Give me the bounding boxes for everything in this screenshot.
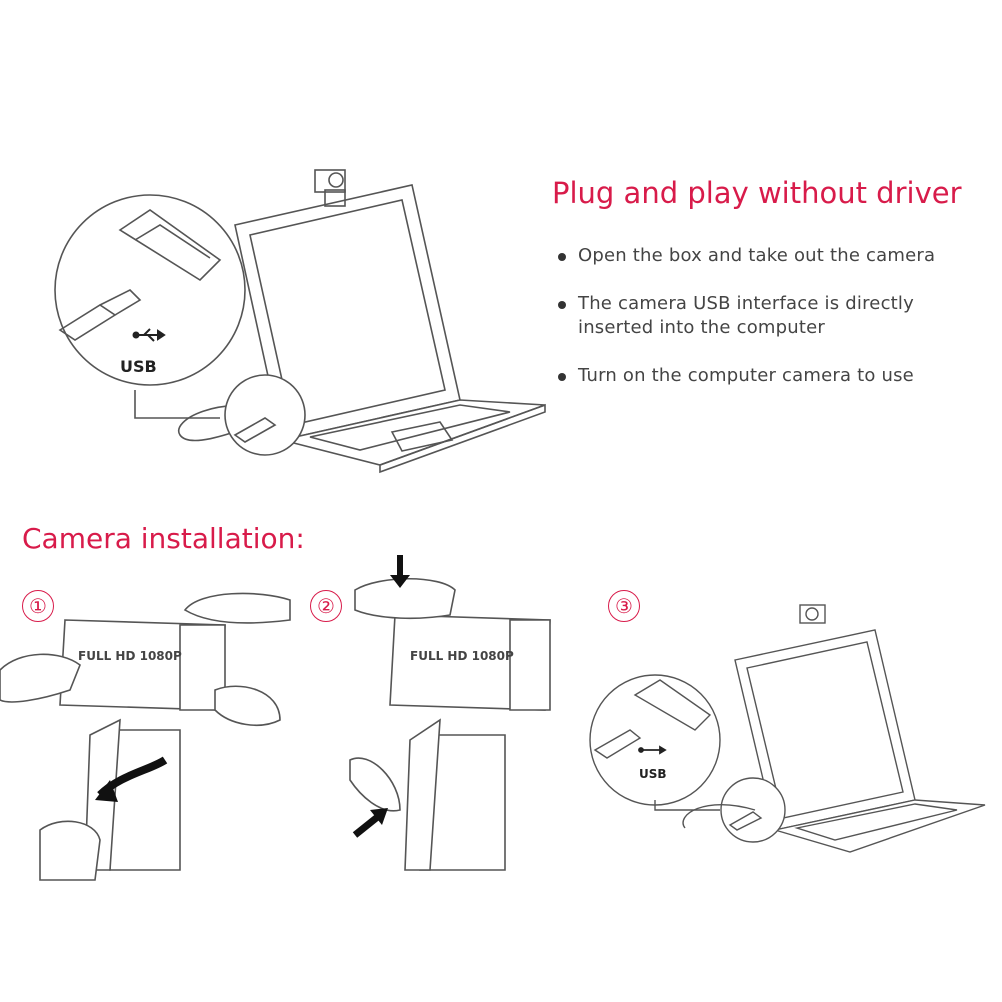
laptop-usb-illustration: USB xyxy=(54,169,546,474)
step-1-illustration: FULL HD 1080P xyxy=(0,592,291,881)
headline: Plug and play without driver xyxy=(552,176,962,210)
feature-item-1: Open the box and take out the camera xyxy=(556,244,986,268)
bullet-icon xyxy=(558,373,566,381)
camera-badge: FULL HD 1080P xyxy=(78,649,182,663)
step-2-marker: ② xyxy=(310,590,342,622)
feature-text: The camera USB interface is directly ins… xyxy=(578,293,914,338)
bullet-icon xyxy=(558,301,566,309)
usb-label: USB xyxy=(120,357,157,376)
step-3-illustration: USB xyxy=(589,604,986,853)
feature-text: Turn on the computer camera to use xyxy=(578,365,914,386)
feature-list: Open the box and take out the camera The… xyxy=(556,244,986,412)
step-1-marker: ① xyxy=(22,590,54,622)
feature-text: Open the box and take out the camera xyxy=(578,245,936,266)
camera-badge-2: FULL HD 1080P xyxy=(410,649,514,663)
feature-item-3: Turn on the computer camera to use xyxy=(556,364,986,388)
installation-title: Camera installation: xyxy=(22,522,305,555)
bullet-icon xyxy=(558,253,566,261)
step-3-marker: ③ xyxy=(608,590,640,622)
feature-item-2: The camera USB interface is directly ins… xyxy=(556,292,986,340)
step-2-illustration: FULL HD 1080P xyxy=(349,555,551,871)
usb-label-2: USB xyxy=(639,767,667,781)
